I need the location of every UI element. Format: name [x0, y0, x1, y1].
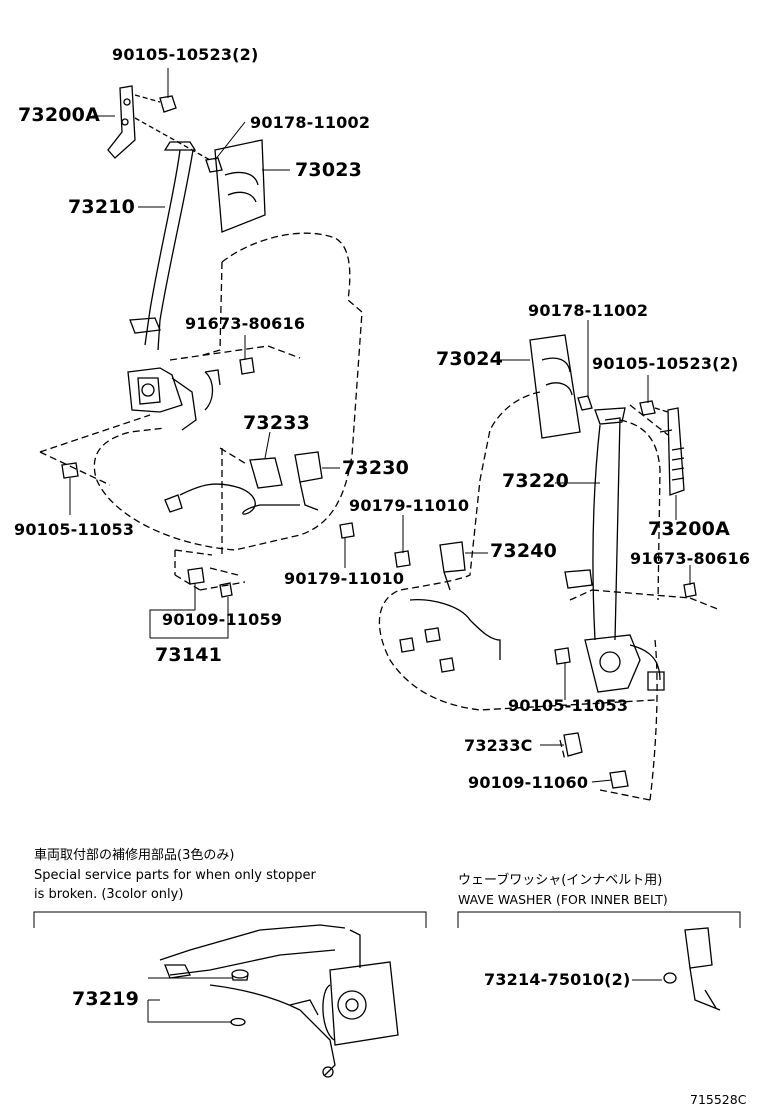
label-73240[interactable]: 73240 — [490, 540, 558, 562]
label-73233C[interactable]: 73233C — [464, 736, 533, 755]
label-90105-10523-right[interactable]: 90105-10523(2) — [592, 354, 739, 373]
label-90105-10523-top[interactable]: 90105-10523(2) — [112, 45, 259, 64]
bottom-left-bracket-frame — [33, 911, 427, 928]
note-left-english-line1: Special service parts for when only stop… — [34, 868, 316, 883]
diagram-code: 715528C — [690, 1092, 747, 1107]
right-anchor-bracket — [659, 407, 685, 496]
label-90178-11002-right[interactable]: 90178-11002 — [528, 301, 649, 320]
note-left-english-line2: is broken. (3color only) — [34, 887, 184, 902]
label-90179-11010-lower[interactable]: 90179-11010 — [284, 569, 405, 588]
left-anchor-bracket — [107, 85, 136, 159]
note-left-japanese: 車両取付部の補修用部品(3色のみ) — [34, 848, 235, 863]
label-73023[interactable]: 73023 — [295, 159, 363, 181]
label-91673-80616-right[interactable]: 91673-80616 — [630, 549, 751, 568]
label-73230[interactable]: 73230 — [342, 457, 410, 479]
label-73200A-left[interactable]: 73200A — [18, 104, 101, 126]
leader-lines — [69, 68, 691, 1023]
label-73210[interactable]: 73210 — [68, 196, 136, 218]
note-right-japanese: ウェーブワッシャ(インナベルト用) — [458, 873, 663, 888]
label-73220[interactable]: 73220 — [502, 470, 570, 492]
label-90179-11010-upper[interactable]: 90179-11010 — [349, 496, 470, 515]
left-seat-outline — [39, 232, 363, 591]
label-73219[interactable]: 73219 — [72, 988, 140, 1010]
right-pillar-cover — [529, 334, 581, 439]
label-73024[interactable]: 73024 — [436, 348, 504, 370]
label-73233[interactable]: 73233 — [243, 412, 311, 434]
label-73200A-right[interactable]: 73200A — [648, 518, 731, 540]
right-seat-outline — [378, 391, 721, 801]
label-90109-11059[interactable]: 90109-11059 — [162, 610, 283, 629]
label-90105-11053-left[interactable]: 90105-11053 — [14, 520, 135, 539]
label-73214-75010[interactable]: 73214-75010(2) — [484, 970, 631, 989]
label-91673-80616-left[interactable]: 91673-80616 — [185, 314, 306, 333]
label-90109-11060[interactable]: 90109-11060 — [468, 773, 589, 792]
right-belt-assembly — [564, 407, 665, 693]
stopper-detail-illustration — [159, 924, 399, 1078]
left-belt-assembly — [127, 141, 221, 431]
left-pillar-cover — [214, 139, 266, 233]
label-90105-11053-right[interactable]: 90105-11053 — [508, 696, 629, 715]
right-buckle-assembly — [399, 541, 501, 673]
label-90178-11002-left[interactable]: 90178-11002 — [250, 113, 371, 132]
left-buckle-assembly — [164, 451, 323, 515]
label-73141[interactable]: 73141 — [155, 644, 223, 666]
bottom-right-bracket-frame — [457, 911, 741, 928]
note-right-english: WAVE WASHER (FOR INNER BELT) — [458, 892, 668, 907]
wave-washer-illustration — [663, 927, 721, 1011]
